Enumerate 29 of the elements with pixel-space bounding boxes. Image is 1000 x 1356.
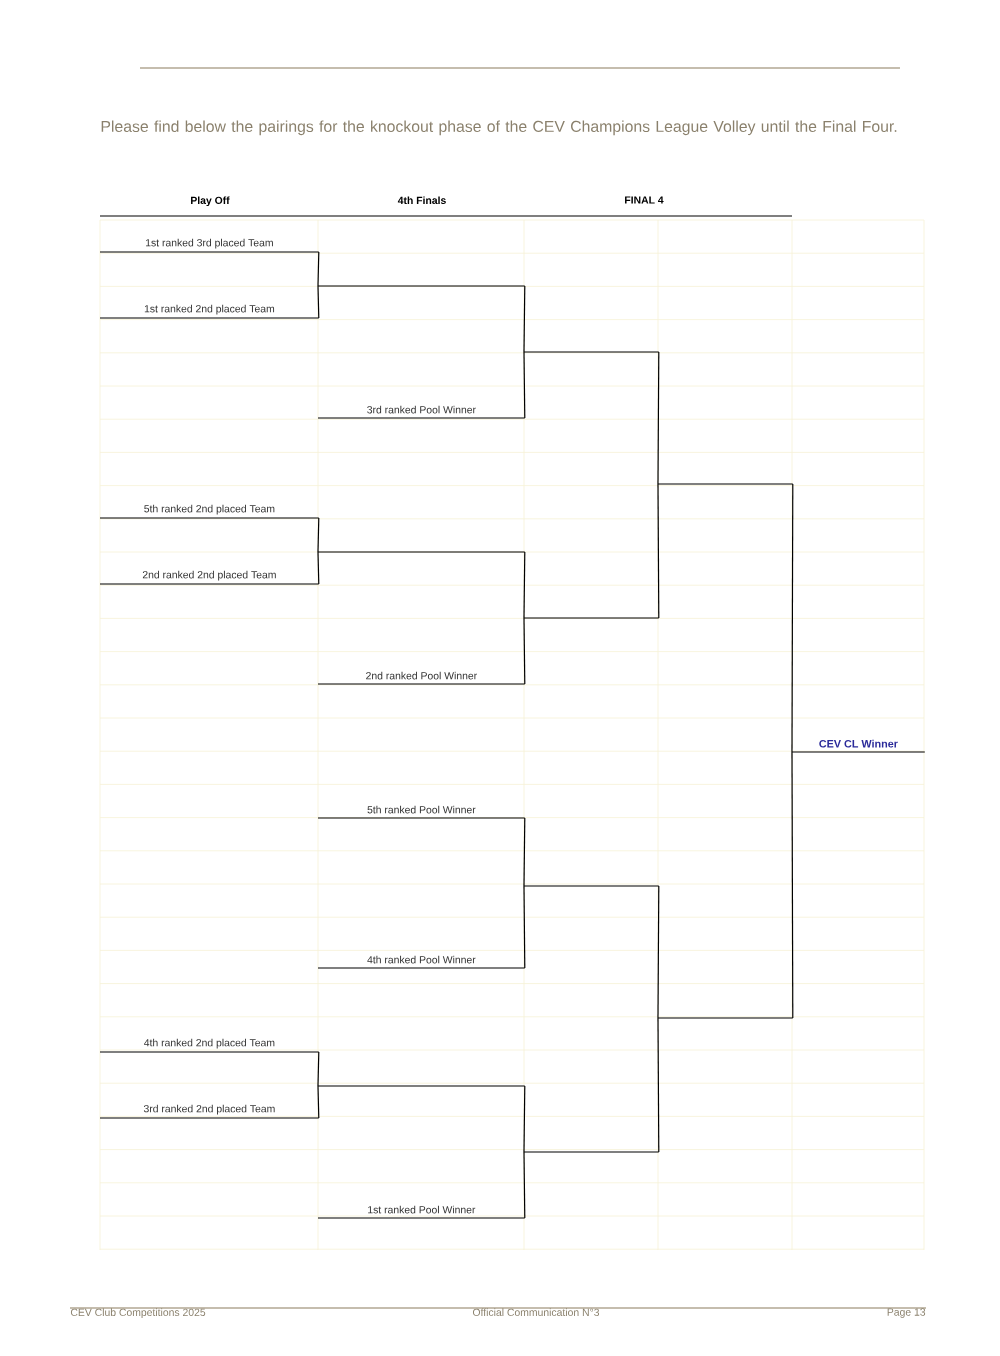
bracket-line — [657, 483, 794, 485]
bracket-connector — [317, 251, 320, 287]
bracket-connector — [657, 483, 660, 619]
bracket-line — [657, 1017, 794, 1019]
bracket-connector — [523, 617, 526, 685]
bracket-line — [523, 885, 660, 887]
bracket-connector — [791, 483, 794, 753]
bracket-line — [317, 285, 526, 287]
bracket-connector — [317, 285, 320, 319]
bracket-connector — [657, 1017, 660, 1153]
bracket-connector — [523, 351, 526, 419]
bracket-connector — [523, 1085, 526, 1153]
bracket-line — [317, 551, 526, 553]
bracket-connector — [317, 517, 320, 553]
bracket-connector — [317, 551, 320, 585]
bracket-connector — [523, 551, 526, 619]
bracket-line — [523, 617, 660, 619]
bracket-line — [523, 351, 660, 353]
bracket-line — [317, 1085, 526, 1087]
bracket-connector — [317, 1085, 320, 1119]
bracket-connector — [657, 885, 660, 1019]
bracket-connector — [523, 1151, 526, 1219]
bracket-line — [523, 1151, 660, 1153]
bracket-connector — [791, 751, 794, 1019]
bracket-connector — [523, 285, 526, 353]
bracket-connector — [523, 885, 526, 969]
bracket-connector — [657, 351, 660, 485]
bracket-connector — [523, 817, 526, 887]
bracket-connector — [317, 1051, 320, 1087]
